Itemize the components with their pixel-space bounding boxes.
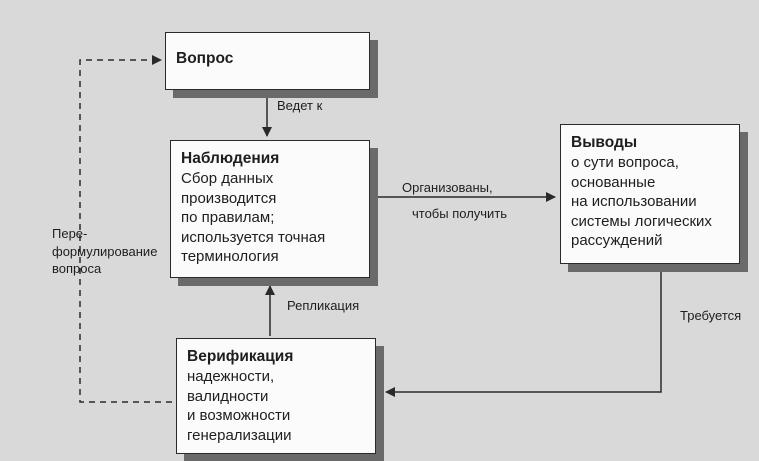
question-title: Вопрос xyxy=(176,50,234,67)
verification-body: надежности, валидности и возможности ген… xyxy=(187,368,292,444)
observations-box: Наблюдения Сбор данных производится по п… xyxy=(170,140,370,278)
label-replication: Репликация xyxy=(287,298,360,313)
conclusions-body: о сути вопроса, основанные на использова… xyxy=(571,154,712,250)
label-reformulation: Пере- формулирование вопроса xyxy=(52,226,158,277)
observations-title: Наблюдения xyxy=(181,150,280,167)
label-organized: Организованы, xyxy=(402,180,493,195)
question-box: Вопрос xyxy=(165,32,370,90)
label-requires: Требуется xyxy=(680,308,742,323)
arrow-reformulation-loop xyxy=(79,55,172,403)
conclusions-box: Выводы о сути вопроса, основанные на исп… xyxy=(560,124,740,264)
label-to-get: чтобы получить xyxy=(412,206,508,221)
label-leads-to: Ведет к xyxy=(277,98,323,113)
conclusions-title: Выводы xyxy=(571,134,638,151)
verification-box: Верификация надежности, валидности и воз… xyxy=(176,338,376,454)
observations-body: Сбор данных производится по правилам; ис… xyxy=(181,170,326,266)
verification-title: Верификация xyxy=(187,348,294,365)
arrow-conclusions-to-verification xyxy=(385,272,662,397)
